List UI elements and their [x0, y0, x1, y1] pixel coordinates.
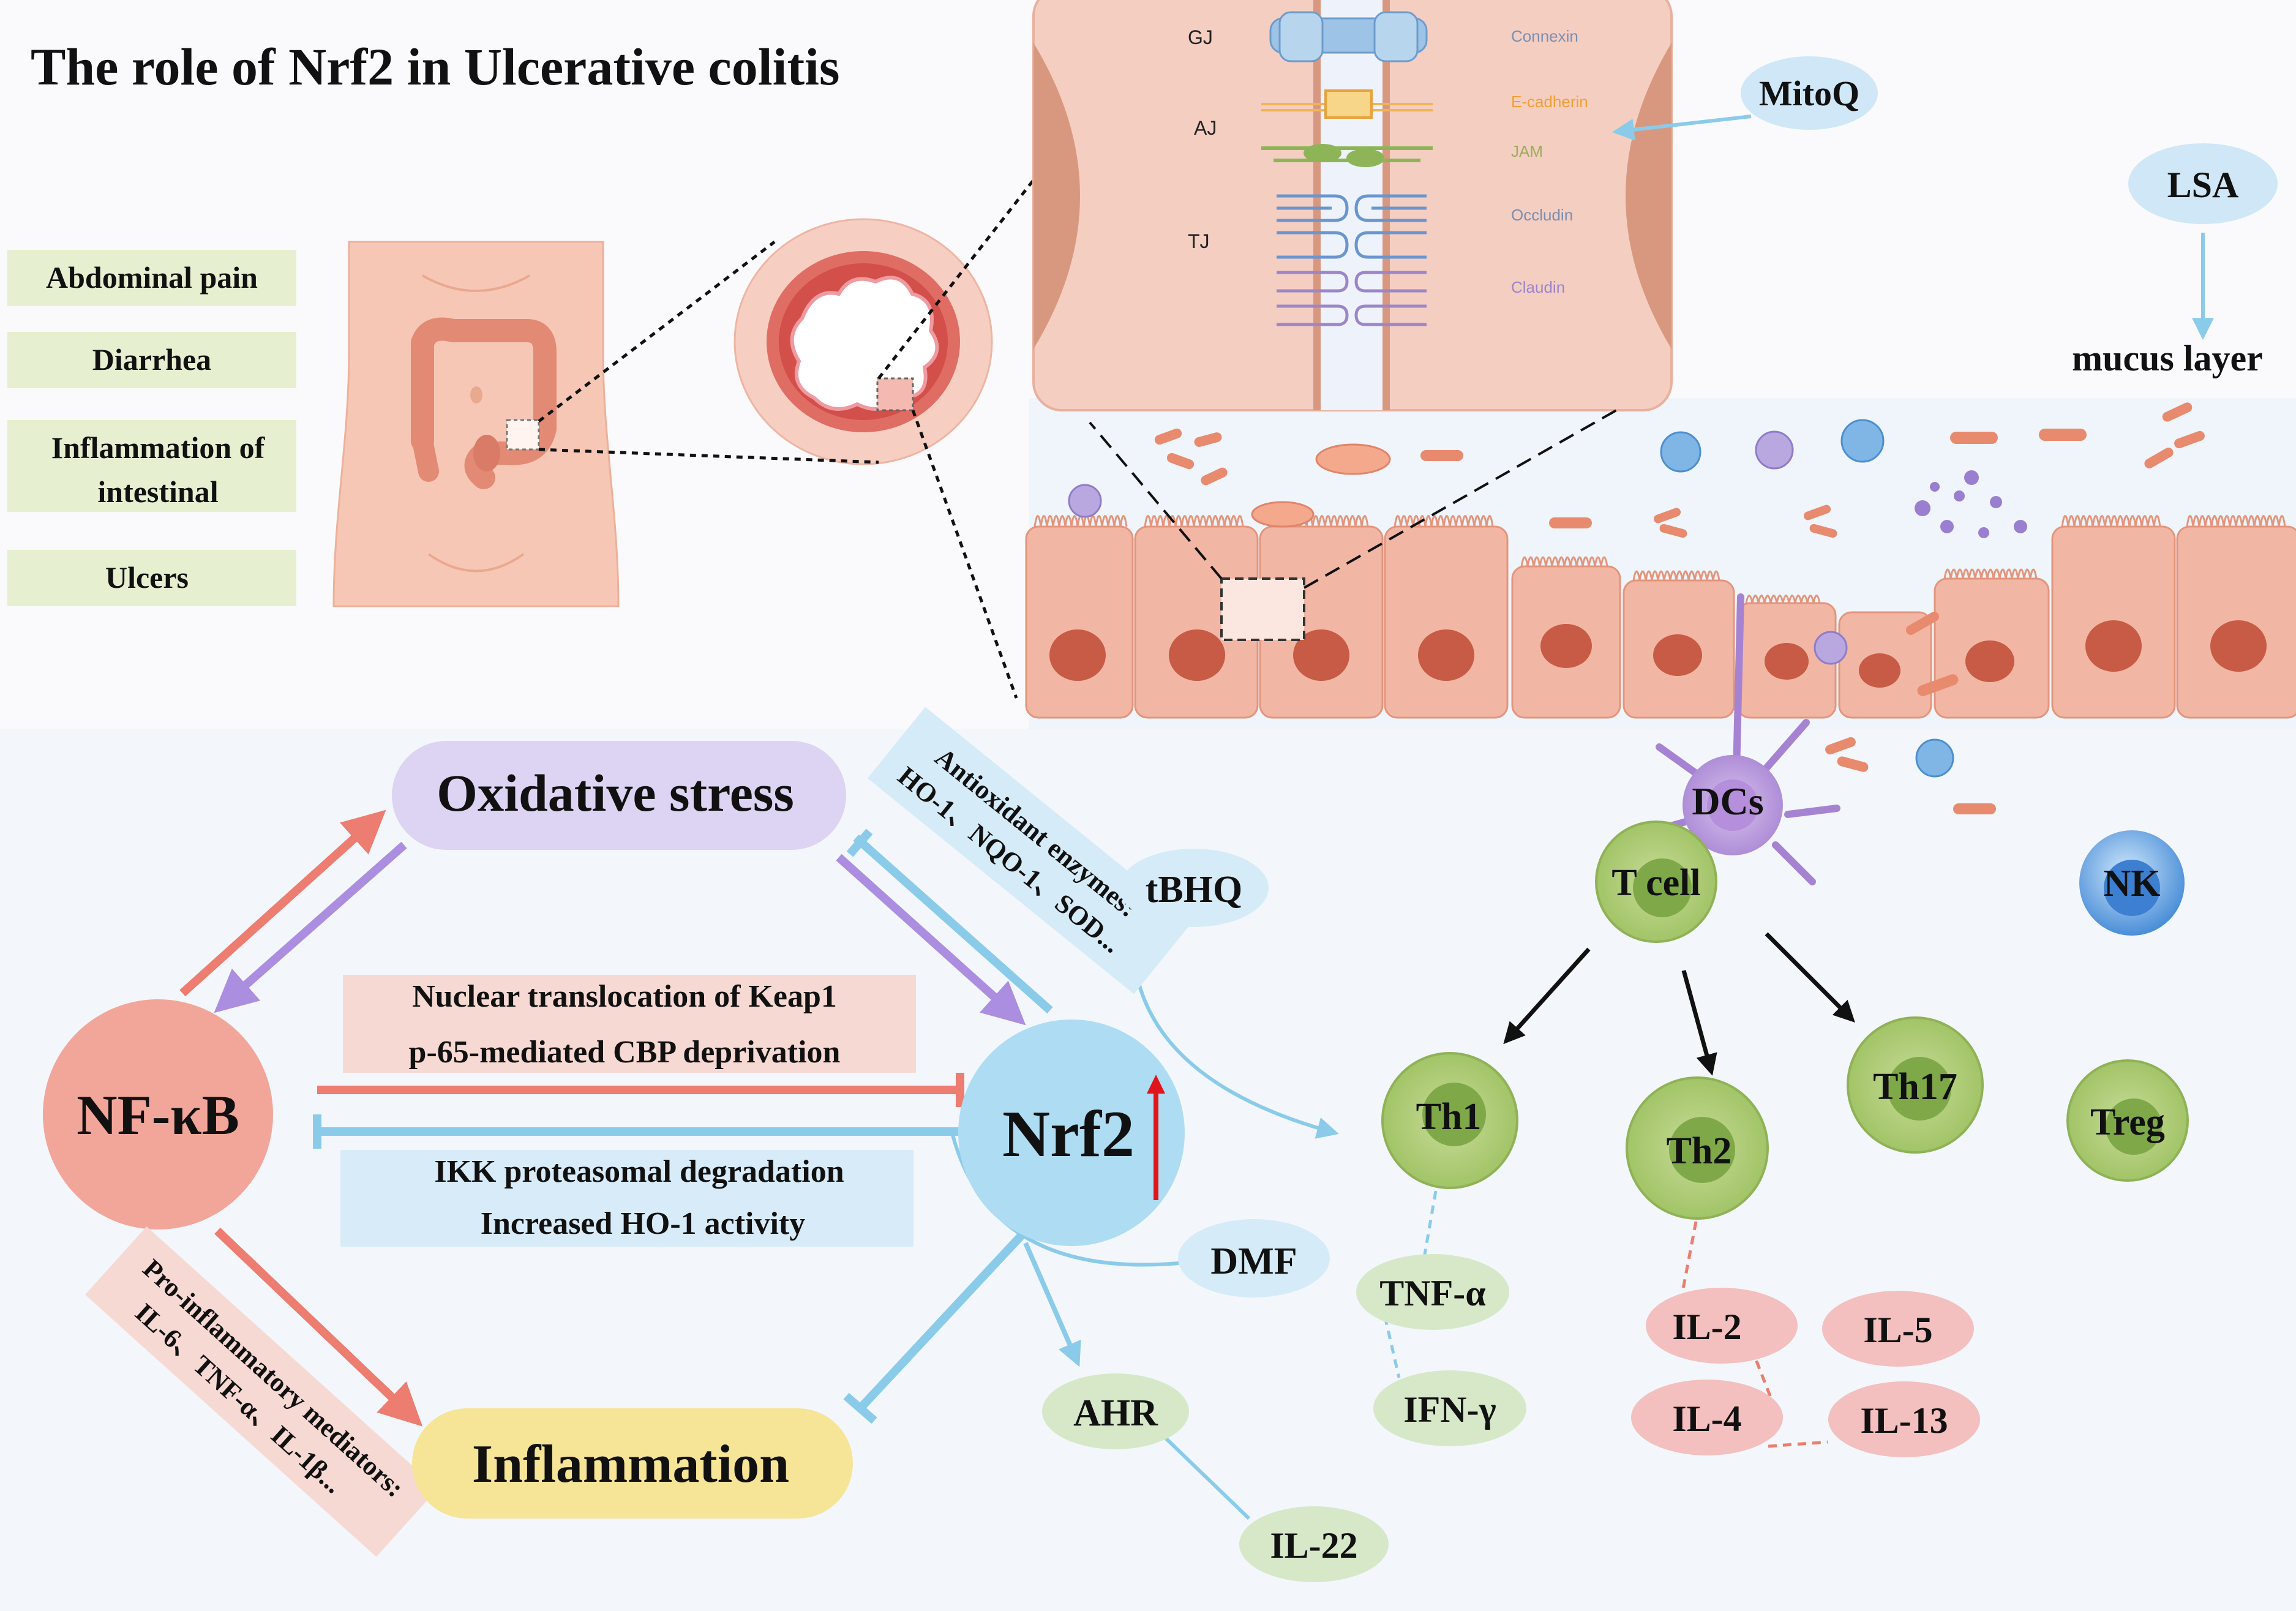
symptom-inflammation-line2: intestinal: [97, 475, 218, 509]
symptom-abdominal-pain: Abdominal pain: [46, 260, 258, 295]
nfkb-label: NF-κB: [77, 1084, 239, 1146]
ikk-box: IKK proteasomal degradation Increased HO…: [340, 1150, 914, 1247]
junction-tj-label: TJ: [1188, 230, 1210, 252]
lsa-node: LSA: [2128, 143, 2278, 340]
tcell-label: T cell: [1611, 862, 1700, 904]
nfkb-node: NF-κB: [43, 999, 273, 1230]
ikk-line1: IKK proteasomal degradation: [434, 1154, 844, 1189]
keap1-box: Nuclear translocation of Keap1 p-65-medi…: [343, 975, 916, 1073]
epithelium: [1025, 409, 2296, 719]
dmf-label: DMF: [1210, 1241, 1297, 1282]
torso-illustration: [332, 241, 620, 607]
th2-label: Th2: [1667, 1130, 1732, 1172]
junction-occludin-label: Occludin: [1511, 206, 1573, 224]
il22-label: IL-22: [1270, 1525, 1357, 1566]
mucus-layer-label: mucus layer: [2072, 338, 2263, 378]
ikk-line2: Increased HO-1 activity: [481, 1206, 806, 1241]
il2-label: IL-2: [1672, 1307, 1741, 1347]
tbhq-label: tBHQ: [1146, 869, 1242, 911]
th1-label: Th1: [1416, 1096, 1482, 1138]
symptom-box-abdominal-pain: [7, 250, 296, 306]
symptom-box-diarrhea: [7, 332, 296, 388]
figure-title: The role of Nrf2 in Ulcerative colitis: [31, 37, 840, 96]
inflammation-node: Inflammation: [412, 1408, 853, 1519]
il22-node: IL-22: [1239, 1506, 1389, 1582]
ahr-node: AHR: [1042, 1373, 1189, 1449]
nrf2-node: Nrf2: [958, 1020, 1185, 1246]
lsa-label: LSA: [2167, 165, 2239, 205]
symptom-list: Abdominal pain Diarrhea Inflammation of …: [7, 250, 296, 606]
tnfa-label: TNF-α: [1379, 1273, 1485, 1313]
nrf2-label: Nrf2: [1002, 1098, 1135, 1171]
il5-label: IL-5: [1863, 1310, 1932, 1350]
nrf2-upregulation-arrow: [1147, 1075, 1165, 1094]
symptom-diarrhea: Diarrhea: [92, 342, 211, 377]
junction-claudin-label: Claudin: [1511, 278, 1565, 296]
pathway-arrows: [179, 809, 1339, 1520]
symptom-inflammation-line1: Inflammation of: [51, 430, 266, 465]
junction-jam-label: JAM: [1511, 142, 1543, 160]
oxidative-stress-node: Oxidative stress: [392, 741, 846, 850]
mitoq-label: MitoQ: [1759, 73, 1859, 113]
keap1-line2: p-65-mediated CBP deprivation: [409, 1035, 841, 1070]
th17-label: Th17: [1873, 1066, 1957, 1108]
ahr-label: AHR: [1073, 1392, 1158, 1434]
dmf-node: DMF: [1178, 1219, 1330, 1297]
cytokines: TNF-α IFN-γ IL-2 IL-4 IL-5 IL-13: [1356, 1190, 1980, 1457]
junction-panel: GJ AJ TJ Connexin E-cadherin JAM Occludi…: [1032, 0, 1673, 411]
junction-gj-label: GJ: [1188, 26, 1213, 48]
oxidative-stress-label: Oxidative stress: [437, 764, 794, 822]
immune-cells: DCs T cell NK Th1 Th2 Th17 Treg: [1381, 593, 2189, 1220]
il13-label: IL-13: [1860, 1400, 1948, 1441]
symptom-box-inflammation: [7, 420, 296, 512]
ifng-label: IFN-γ: [1403, 1389, 1496, 1430]
il4-label: IL-4: [1672, 1399, 1741, 1439]
junction-connexin-label: Connexin: [1511, 27, 1578, 45]
mitoq-node: MitoQ: [1611, 56, 1878, 141]
microbes: [1068, 402, 2205, 814]
junction-aj-label: AJ: [1194, 117, 1217, 139]
keap1-line1: Nuclear translocation of Keap1: [412, 979, 837, 1014]
symptom-box-ulcers: [7, 550, 296, 606]
inflammation-label: Inflammation: [472, 1435, 789, 1494]
colon-cross-section: [733, 218, 993, 465]
nk-label: NK: [2104, 863, 2161, 904]
treg-label: Treg: [2090, 1102, 2165, 1143]
junction-ecadherin-label: E-cadherin: [1511, 92, 1588, 111]
tbhq-node: tBHQ: [1119, 849, 1269, 927]
zoom-lines: [538, 173, 1039, 699]
dcs-label: DCs: [1692, 779, 1763, 823]
symptom-ulcers: Ulcers: [105, 560, 189, 595]
